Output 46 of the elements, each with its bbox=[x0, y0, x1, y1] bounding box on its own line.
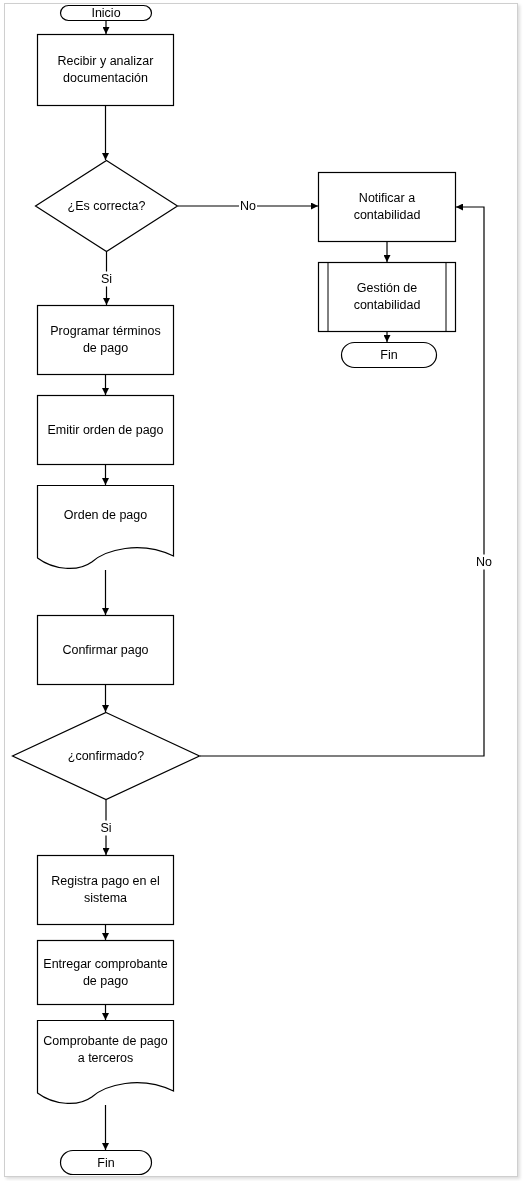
process-box bbox=[37, 395, 174, 465]
node-label: Notificar a contabilidad bbox=[352, 190, 422, 224]
arrow bbox=[102, 464, 109, 486]
arrow bbox=[102, 684, 109, 713]
document-shape bbox=[37, 485, 174, 570]
decision-diamond bbox=[12, 712, 200, 800]
node-label: Fin bbox=[379, 347, 399, 364]
process-box bbox=[318, 172, 456, 242]
node-label: Gestión de contabilidad bbox=[352, 280, 422, 314]
edge-label: Si bbox=[99, 271, 114, 286]
terminal-shape bbox=[341, 342, 437, 368]
process-box bbox=[37, 855, 174, 925]
node-label: Emitir orden de pago bbox=[46, 421, 165, 439]
node-label: Registra pago en el sistema bbox=[50, 873, 161, 907]
arrow bbox=[383, 331, 391, 343]
arrow bbox=[102, 569, 109, 616]
decision-diamond bbox=[35, 160, 178, 252]
terminal-shape bbox=[60, 5, 152, 21]
node-label: Comprobante de pago a terceros bbox=[43, 1033, 168, 1067]
arrow bbox=[102, 374, 109, 396]
arrow bbox=[199, 203, 485, 757]
arrow bbox=[102, 105, 109, 161]
process-box bbox=[37, 615, 174, 685]
node-label: Entregar comprobante de pago bbox=[43, 955, 168, 990]
arrow bbox=[102, 924, 109, 941]
process-box bbox=[37, 34, 174, 106]
node-label: Recibir y analizar documentación bbox=[56, 53, 155, 87]
terminal-shape bbox=[60, 1150, 152, 1175]
node-label: Programar términos de pago bbox=[49, 323, 162, 357]
subprocess-box bbox=[318, 262, 456, 332]
arrow bbox=[102, 1004, 109, 1021]
arrow bbox=[177, 202, 319, 210]
node-label: Fin bbox=[96, 1154, 116, 1172]
node-label: Confirmar pago bbox=[61, 641, 150, 659]
arrow bbox=[383, 241, 391, 263]
edge-label: Si bbox=[99, 820, 113, 835]
node-label: ¿Es correcta? bbox=[66, 197, 147, 215]
node-label: ¿confirmado? bbox=[66, 747, 146, 765]
document-shape bbox=[37, 1020, 174, 1105]
edge-label: No bbox=[475, 554, 493, 569]
process-box bbox=[37, 305, 174, 375]
node-label: Orden de pago bbox=[62, 506, 149, 524]
arrow bbox=[102, 1104, 109, 1151]
process-box bbox=[37, 940, 174, 1005]
node-label: Inicio bbox=[90, 5, 122, 21]
arrow bbox=[102, 20, 110, 35]
